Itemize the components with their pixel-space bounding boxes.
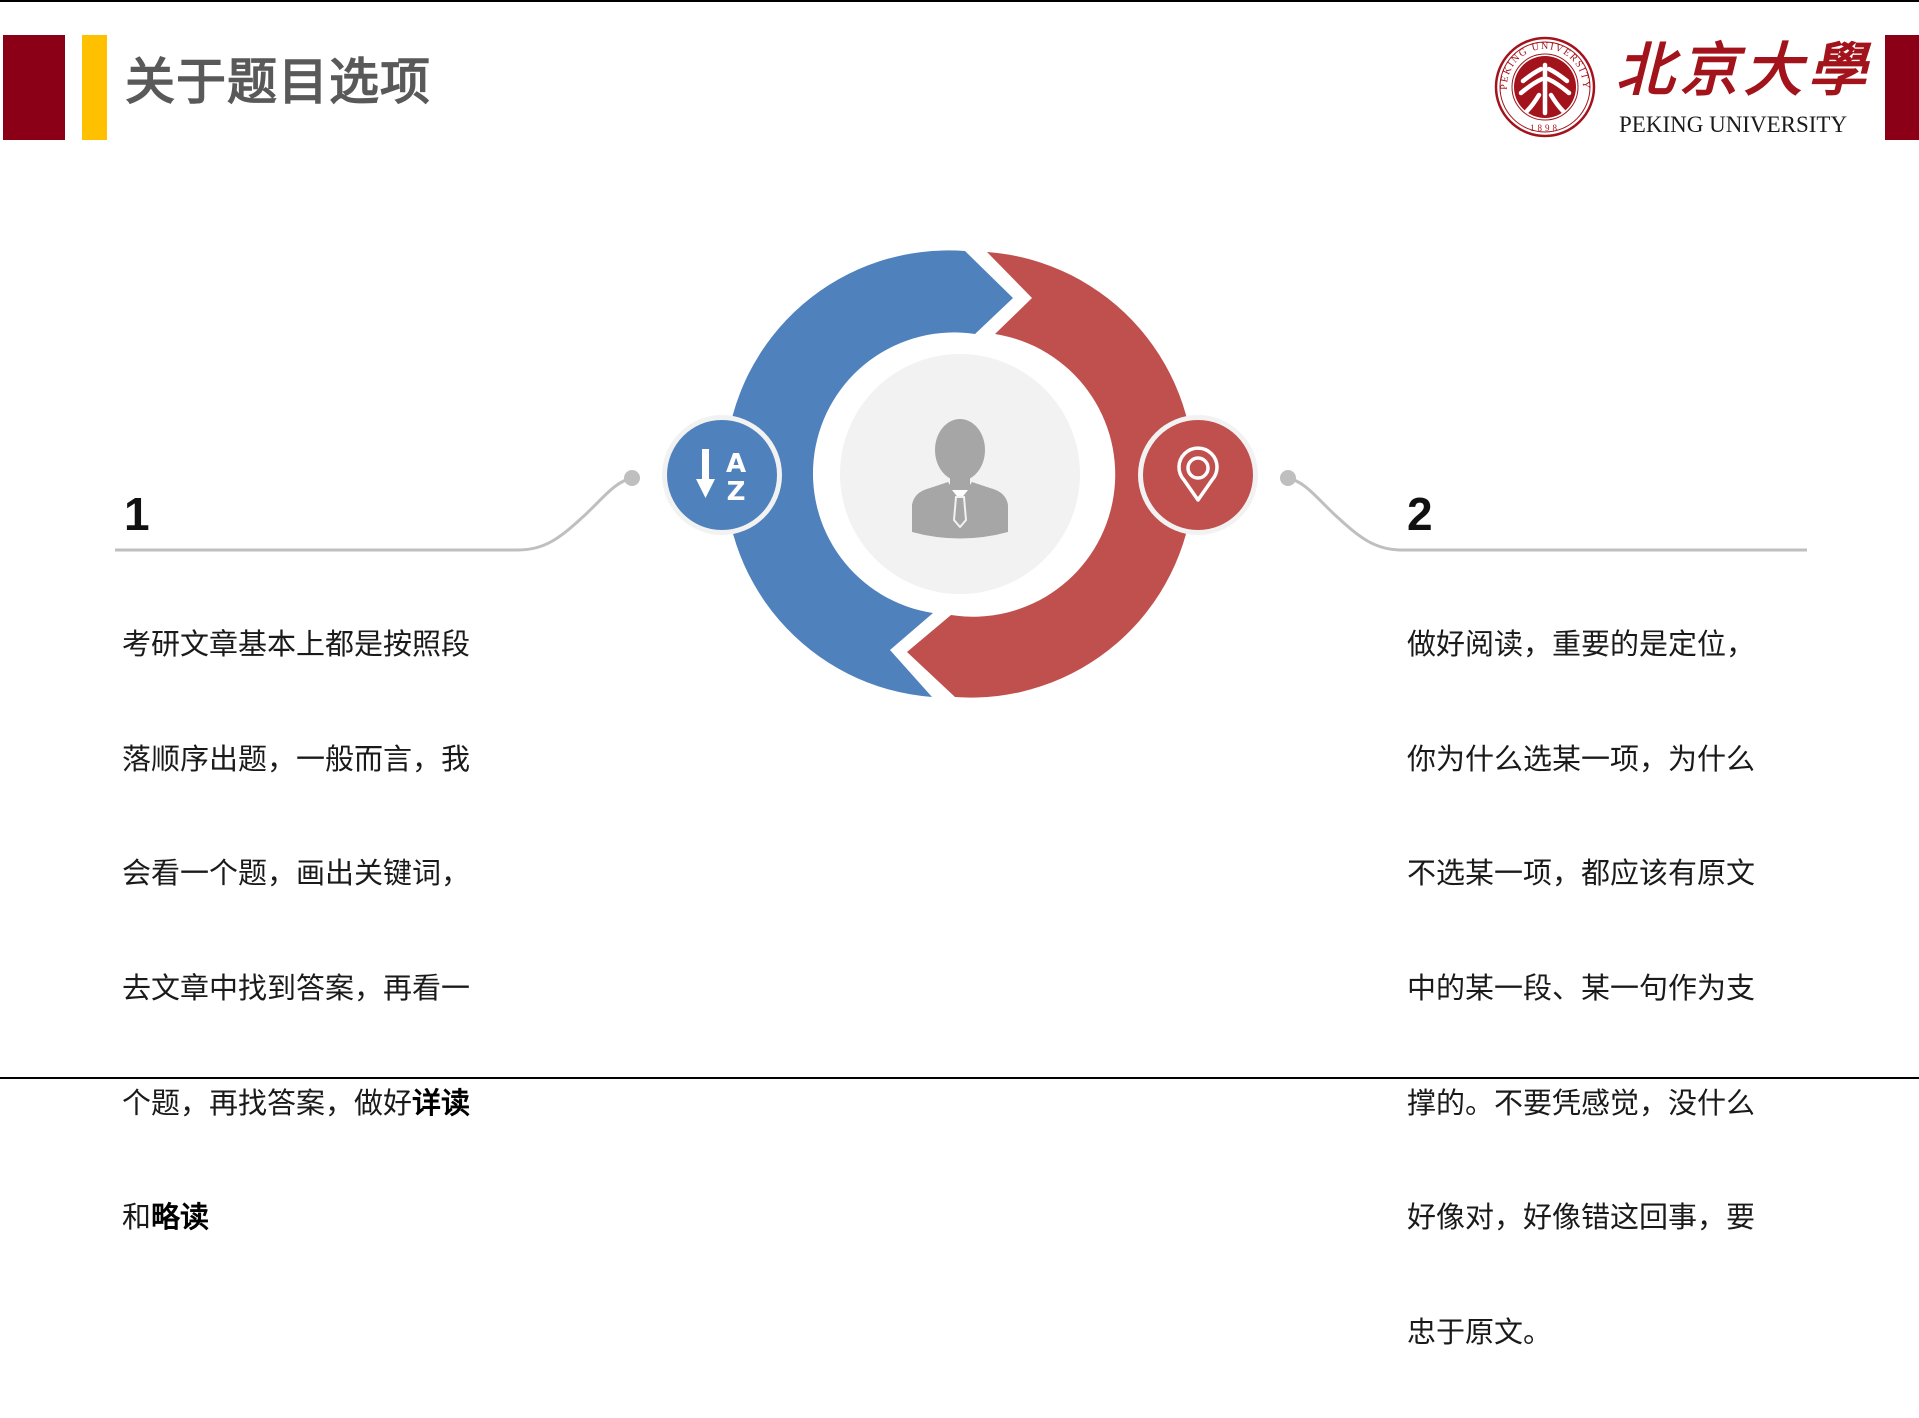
text-line: 忠于原文。	[1407, 1314, 1553, 1349]
page-title: 关于题目选项	[125, 53, 431, 111]
text-line: 会看一个题，画出关键词，	[122, 856, 471, 891]
bottom-border	[0, 1077, 1919, 1079]
text-line: 你为什么选某一项，为什么	[1407, 741, 1756, 776]
header-accent-bar-red	[3, 35, 65, 140]
header-accent-bar-right	[1885, 35, 1919, 140]
location-badge	[1143, 420, 1253, 530]
text-line: 落顺序出题，一般而言，我	[122, 741, 471, 776]
point-number-2: 2	[1407, 488, 1433, 540]
connector-right	[1287, 476, 1807, 552]
point-text-2: 做好阅读，重要的是定位， 你为什么选某一项，为什么 不选某一项，都应该有原文 中…	[1407, 559, 1817, 1418]
sort-badge	[667, 420, 777, 530]
point-text-1: 考研文章基本上都是按照段 落顺序出题，一般而言，我 会看一个题，画出关键词， 去…	[122, 559, 532, 1304]
connector-left	[115, 476, 633, 552]
text-line: 个题，再找答案，做好详读	[122, 1075, 532, 1132]
connector-dot-right	[1280, 470, 1296, 486]
cycle-segment-red	[907, 252, 1195, 698]
university-name-cn: 北京大學	[1616, 36, 1873, 104]
svg-text:Z: Z	[727, 477, 746, 507]
point-number-1: 1	[124, 488, 150, 540]
svg-text:A: A	[726, 449, 746, 479]
text-emphasis-skim-reading: 略读	[151, 1200, 210, 1235]
text-line: 做好阅读，重要的是定位，	[1407, 627, 1756, 662]
connector-dot-left	[624, 470, 640, 486]
text-plain: 个题，再找答案，做好	[122, 1085, 413, 1120]
text-line: 好像对，好像错这回事，要	[1407, 1200, 1756, 1235]
university-seal-icon: PEKING UNIVERSITY 1898	[1493, 35, 1597, 139]
text-line: 撑的。不要凭感觉，没什么	[1407, 1085, 1756, 1120]
cycle-diagram: A Z	[115, 250, 1807, 698]
text-emphasis-detail-reading: 详读	[412, 1085, 471, 1120]
text-line: 去文章中找到答案，再看一	[122, 971, 471, 1006]
header-accent-bar-yellow	[82, 35, 107, 140]
sort-a-z-icon: A Z	[696, 449, 746, 507]
text-line: 中的某一段、某一句作为支	[1407, 971, 1756, 1006]
person-icon	[912, 419, 1008, 539]
text-line: 考研文章基本上都是按照段	[122, 627, 471, 662]
cycle-segment-blue	[724, 250, 1013, 698]
location-pin-icon	[1177, 446, 1219, 502]
svg-text:1898: 1898	[1530, 123, 1560, 133]
text-line: 和略读	[122, 1189, 532, 1246]
text-plain: 和	[122, 1200, 152, 1235]
text-line: 不选某一项，都应该有原文	[1407, 856, 1756, 891]
university-name-en: PEKING UNIVERSITY	[1619, 112, 1848, 137]
top-border	[0, 0, 1919, 2]
